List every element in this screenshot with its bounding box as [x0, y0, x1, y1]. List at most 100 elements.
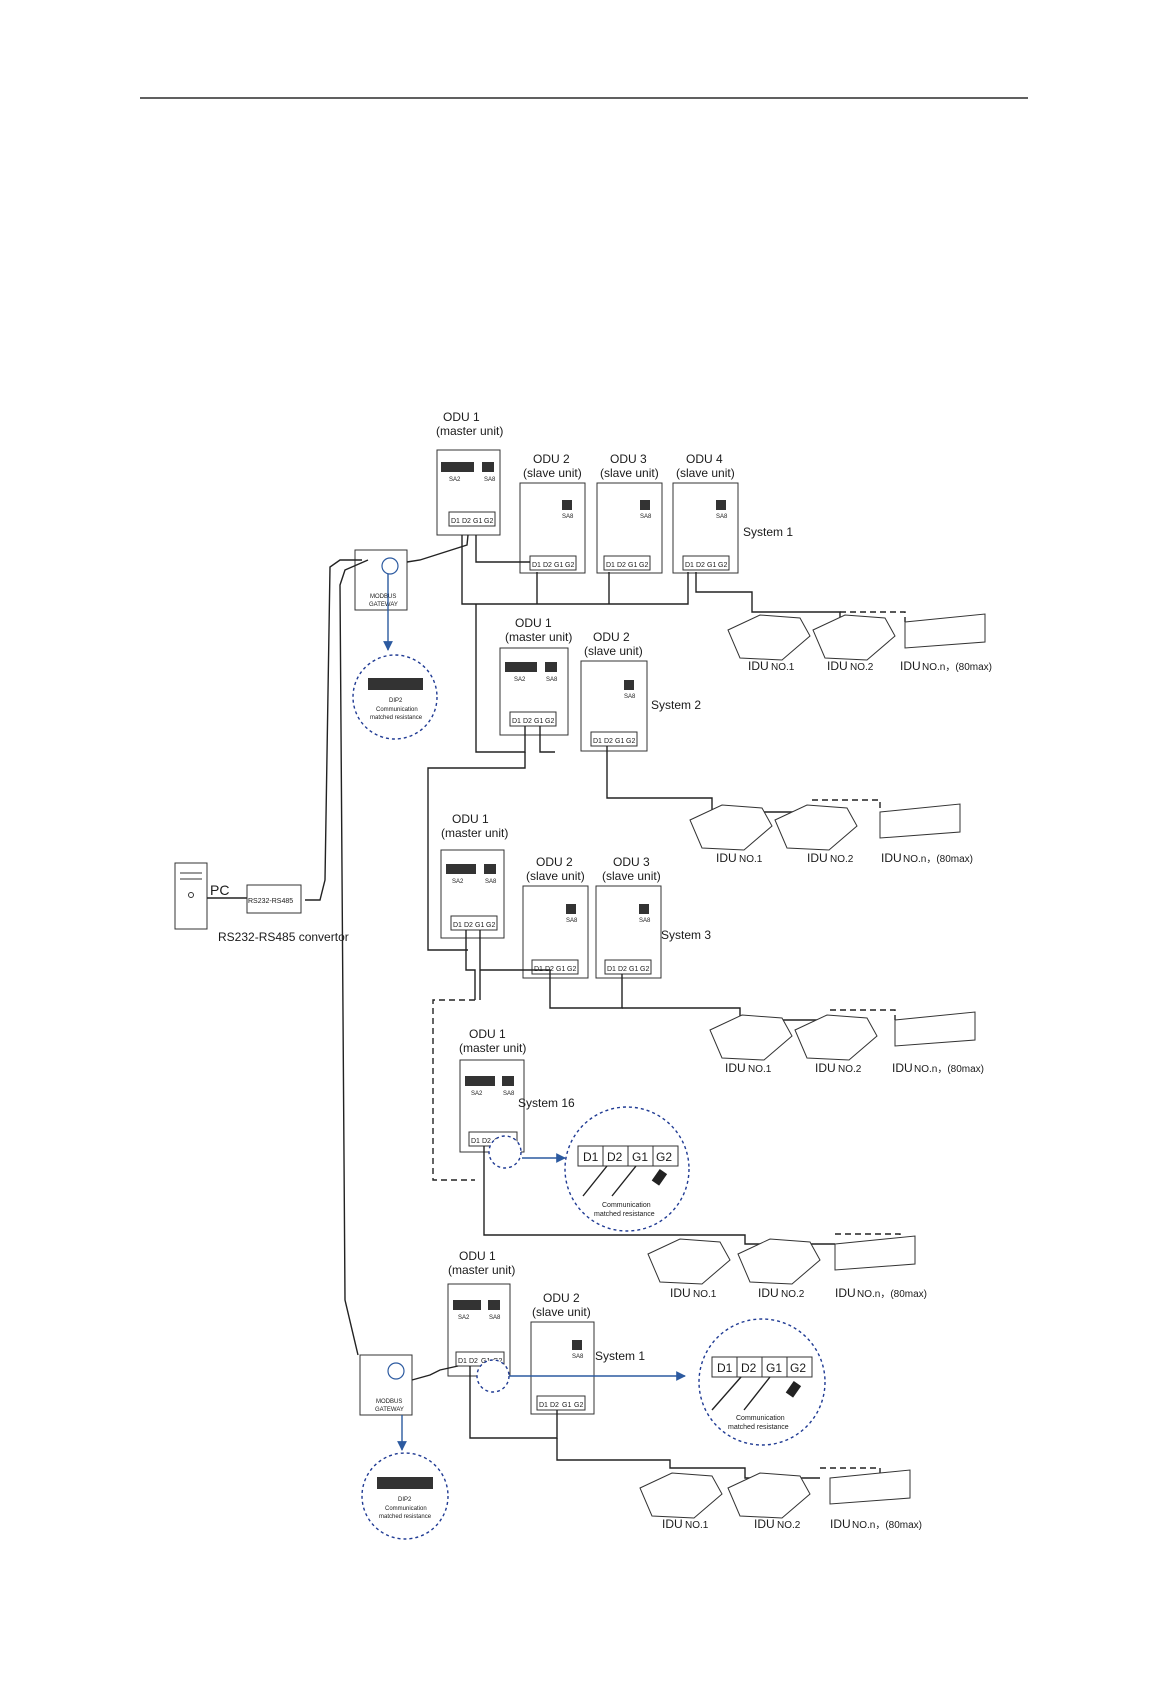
- callout-wire: [582, 1165, 637, 1197]
- odu-title: ODU 1: [459, 1249, 496, 1263]
- terminal-block: [509, 711, 557, 727]
- pc-tower-icon: [174, 862, 208, 930]
- terminal-label: D2: [523, 718, 532, 725]
- callout-text: matched resistance: [379, 1514, 432, 1520]
- odu-title: ODU 4: [686, 452, 723, 466]
- odu-subtitle: (master unit): [459, 1041, 526, 1055]
- cassette-idu-icon: [647, 1238, 731, 1285]
- switch-label: SA2: [471, 1091, 483, 1097]
- callout-terminal-label: D1: [583, 1150, 599, 1164]
- switch-label: SA8: [572, 1354, 584, 1360]
- duct-idu-icon: [829, 1469, 911, 1505]
- switch-label: SA8: [640, 514, 652, 520]
- terminal-label: G2: [484, 518, 493, 525]
- system-1-group: ODU 1 (master unit) SA2 SA8 D1 D2 G1 G2 …: [436, 410, 992, 673]
- dip-switch-icon: [484, 864, 496, 874]
- terminal-block: [448, 511, 496, 527]
- callout-text: matched resistance: [728, 1424, 789, 1431]
- odu-subtitle: (slave unit): [602, 869, 661, 883]
- odu-title: ODU 2: [543, 1291, 580, 1305]
- idu-label: IDU: [725, 1061, 746, 1075]
- odu-subtitle: (master unit): [448, 1263, 515, 1277]
- system-label: System 1: [595, 1349, 645, 1363]
- odu-title: ODU 1: [469, 1027, 506, 1041]
- terminal-highlight-circle: [476, 1359, 510, 1393]
- terminal-label: G2: [718, 562, 727, 569]
- terminal-label: G2: [574, 1402, 583, 1409]
- modbus-gateway-icon: [359, 1354, 413, 1416]
- switch-label: SA8: [566, 918, 578, 924]
- terminal-block: [450, 915, 498, 931]
- dip-callout: [361, 1452, 449, 1540]
- convertor-box: [246, 884, 302, 914]
- odu-title: ODU 3: [610, 452, 647, 466]
- cassette-idu-icon: [689, 804, 773, 851]
- terminal-label: D2: [469, 1358, 478, 1365]
- dip-switch-icon: [640, 500, 650, 510]
- communication-wire: [427, 752, 526, 951]
- idu-label: IDU: [748, 659, 769, 673]
- idu-number: NO.n，(80max): [903, 854, 973, 865]
- system-label: System 2: [651, 698, 701, 712]
- idu-number: NO.2: [850, 662, 874, 673]
- terminal-label: G1: [562, 1402, 571, 1409]
- callout-text: matched resistance: [370, 715, 423, 721]
- idu-label: IDU: [830, 1517, 851, 1531]
- idu-number: NO.1: [693, 1289, 717, 1300]
- terminal-label: G1: [629, 966, 638, 973]
- system-label: System 16: [518, 1096, 575, 1110]
- dip-switch-icon: [441, 462, 474, 472]
- dashed-wire: [812, 799, 881, 812]
- callout-terminal-label: D1: [717, 1361, 733, 1375]
- dip-switch-icon: [502, 1076, 514, 1086]
- gateway-top: MODBUS GATEWAY DIP2 Communication matche…: [352, 549, 438, 740]
- terminal-label: D1: [471, 1138, 480, 1145]
- dashed-wire: [820, 1467, 881, 1478]
- rs485-bus: [339, 559, 369, 1356]
- odu-title: ODU 2: [593, 630, 630, 644]
- cassette-idu-icon: [774, 804, 858, 851]
- dip-switch-icon: [482, 462, 494, 472]
- terminal-label: G1: [707, 562, 716, 569]
- system-16-group: ODU 1 (master unit) SA2 SA8 D1 D2 G1 G2 …: [432, 999, 927, 1300]
- communication-wire: [556, 1438, 820, 1479]
- switch-label: SA2: [449, 477, 461, 483]
- switch-label: SA8: [485, 879, 497, 885]
- odu-subtitle: (slave unit): [676, 466, 735, 480]
- callout-terminal-label: D2: [607, 1150, 623, 1164]
- terminal-label: D1: [593, 738, 602, 745]
- terminal-label: G2: [565, 562, 574, 569]
- idu-label: IDU: [716, 851, 737, 865]
- switch-label: SA2: [514, 677, 526, 683]
- idu-number: NO.1: [739, 854, 763, 865]
- terminal-block: [536, 1395, 586, 1411]
- callout-text: Communication: [376, 707, 418, 713]
- idu-label: IDU: [758, 1286, 779, 1300]
- cassette-idu-icon: [727, 1472, 811, 1519]
- terminal-label: G2: [626, 738, 635, 745]
- system-label: System 3: [661, 928, 711, 942]
- idu-number: NO.2: [830, 854, 854, 865]
- dip-switch-icon: [505, 662, 537, 672]
- terminal-label: D2: [696, 562, 705, 569]
- communication-wire: [480, 969, 623, 1009]
- odu-subtitle: (slave unit): [600, 466, 659, 480]
- terminal-label: G1: [534, 718, 543, 725]
- cassette-idu-icon: [812, 614, 896, 661]
- odu-subtitle: (master unit): [505, 630, 572, 644]
- idu-label: IDU: [900, 659, 921, 673]
- odu-subtitle: (master unit): [436, 424, 503, 438]
- communication-wire: [622, 1007, 830, 1021]
- terminal-label: D2: [617, 562, 626, 569]
- gateway-port-highlight: [387, 1362, 405, 1380]
- switch-label: SA8: [484, 477, 496, 483]
- callout-terminal-label: G2: [790, 1361, 806, 1375]
- system-label: System 1: [743, 525, 793, 539]
- callout-wire: [711, 1376, 771, 1411]
- gateway-to-odu-wire: [411, 1365, 459, 1381]
- dip-callout: [352, 654, 438, 740]
- resistor-icon: [651, 1168, 668, 1186]
- callout-text: Communication: [602, 1202, 651, 1209]
- terminal-label: D2: [618, 966, 627, 973]
